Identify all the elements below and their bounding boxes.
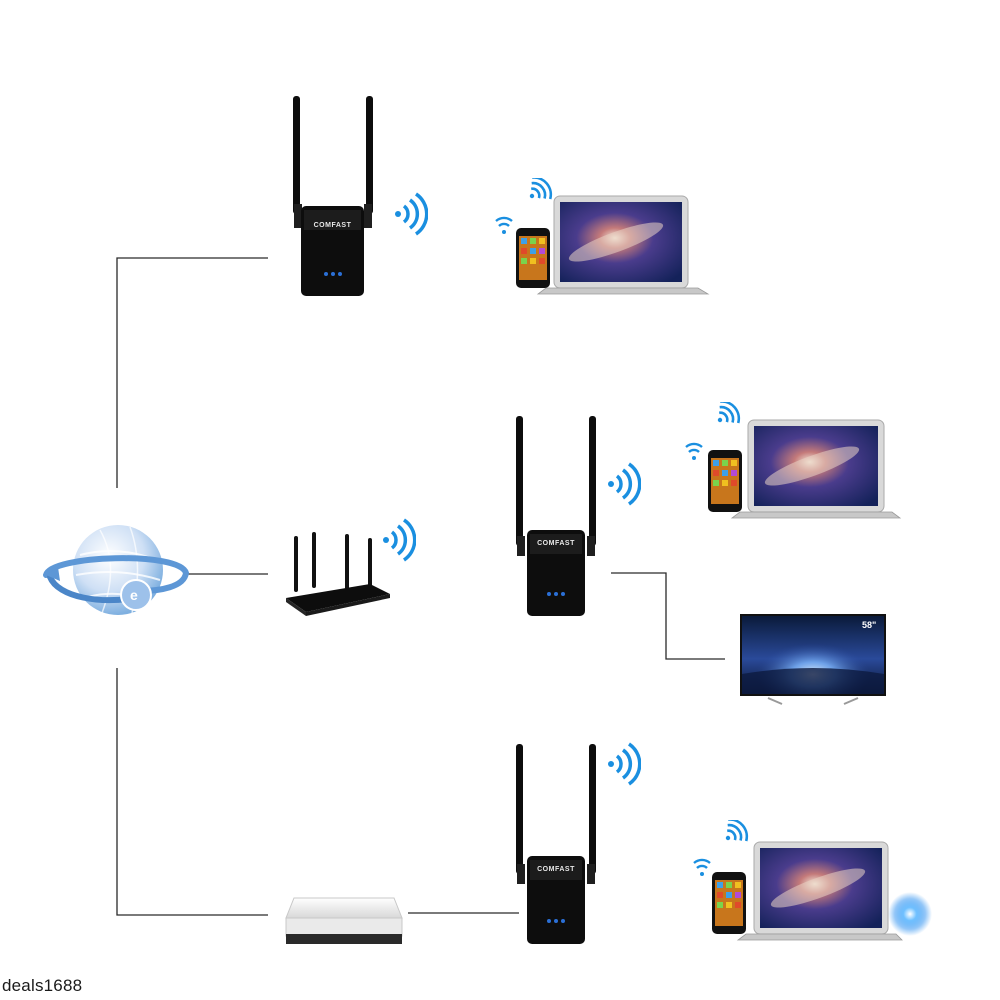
wifi-icon bbox=[383, 518, 416, 562]
laptop-icon bbox=[708, 402, 902, 519]
wifi-icon bbox=[395, 192, 428, 236]
laptop-icon bbox=[516, 178, 710, 295]
phone-wifi-icon bbox=[685, 442, 703, 460]
wifi-icon bbox=[608, 462, 641, 506]
repeater-icon bbox=[293, 96, 373, 296]
repeater-brand-label-1: COMFAST bbox=[313, 222, 352, 229]
tv-size-label: 58" bbox=[862, 620, 877, 630]
line-repeater-to-tv bbox=[611, 572, 725, 660]
svg-text:e: e bbox=[130, 587, 138, 603]
wifi-icon bbox=[529, 178, 553, 200]
line-globe-to-top-repeater bbox=[116, 257, 268, 488]
tv-icon bbox=[740, 614, 886, 705]
line-globe-to-modem bbox=[116, 668, 268, 916]
phone-wifi-icon bbox=[495, 216, 513, 234]
repeater-brand-label-3: COMFAST bbox=[537, 866, 575, 873]
phone-wifi-icon bbox=[693, 858, 711, 876]
repeater-icon bbox=[516, 744, 596, 944]
wifi-icon bbox=[608, 742, 641, 786]
modem-icon bbox=[285, 897, 403, 944]
watermark: deals1688 bbox=[2, 976, 83, 995]
glow-light bbox=[888, 892, 932, 936]
globe-icon: e bbox=[43, 525, 190, 615]
laptop-icon bbox=[712, 820, 903, 941]
router-icon bbox=[286, 532, 390, 616]
repeater-brand-label-2: COMFAST bbox=[537, 540, 575, 547]
repeater-icon bbox=[516, 416, 596, 616]
wifi-icon bbox=[725, 820, 749, 842]
wifi-icon bbox=[717, 402, 741, 424]
